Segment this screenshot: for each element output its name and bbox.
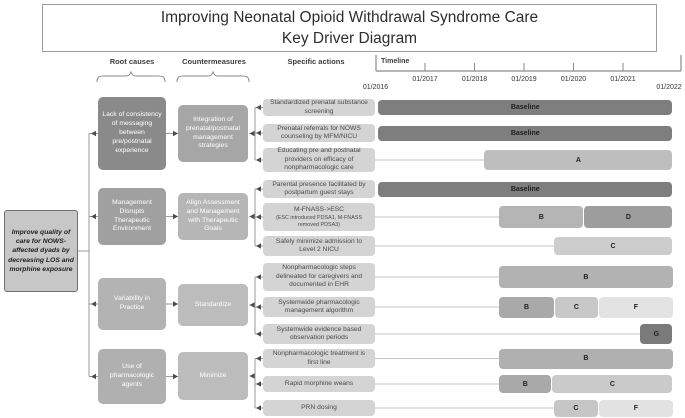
action-label: Safely minimize admission to Level 2 NIC… [275,237,363,253]
action-box: M-FNASS->ESC(ESC introduced PDSA1, M-FNA… [263,203,375,231]
action-arrow-icon [256,274,261,280]
action-sublabel: (ESC introduced PDSA1, M-FNASS removed P… [276,214,362,228]
action-arrow-icon [256,186,261,192]
gantt-bar-b: B [499,296,554,318]
gantt-bar-baseline: Baseline [377,125,673,141]
action-box: Nonpharmacologic treatment is first line [263,349,375,368]
root-to-goal-arrow-icon [91,130,96,137]
gantt-bar-c: C [553,399,599,417]
action-label: Nonpharmacologic treatment is first line [272,350,366,366]
action-arrow-icon [256,331,261,337]
action-label: Nonpharmacologic steps delineated for ca… [275,264,363,289]
gantt-bar-c: C [553,237,673,255]
action-arrow-icon [256,304,261,310]
timeline-tick-label: 01/2017 [412,76,438,83]
action-arrow-icon [256,104,261,111]
column-header-timeline: Timeline [381,58,410,65]
action-box: Nonpharmacologic steps delineated for ca… [263,263,375,291]
gantt-bar-g: G [640,324,673,344]
action-label: M-FNASS->ESC(ESC introduced PDSA1, M-FNA… [267,206,371,229]
action-arrow-icon [256,405,261,411]
action-box: Safely minimize admission to Level 2 NIC… [263,236,375,256]
action-label: Parental presence facilitated by postpar… [272,180,366,196]
gantt-bar-baseline: Baseline [377,181,673,197]
root-to-counter-arrow-icon [173,130,178,137]
gantt-bar-f: F [599,399,673,417]
gantt-bar-b: B [499,266,673,288]
action-arrow-icon [256,243,261,249]
column-header-specific-actions: Specific actions [287,57,345,66]
timeline-tick-label: 01/2021 [610,76,636,83]
action-box: Prenatal referrals for NOWS counseling b… [263,124,375,142]
gantt-bar-b: B [499,348,673,369]
column-header-root-causes: Root causes [109,57,155,66]
action-label: PRN dosing [301,403,337,411]
action-label: Systemwide evidence based observation pe… [276,325,362,341]
brace-icon [96,70,166,83]
action-label: Standardized prenatal substance screenin… [270,99,368,115]
gantt-bar-f: F [599,296,673,318]
column-header-countermeasures: Countermeasures [182,57,246,66]
gantt-bar-d: D [584,206,673,228]
action-label: Educating pre and postnatal providers on… [277,147,361,172]
gantt-bar-c: C [552,375,673,393]
action-label: Prenatal referrals for NOWS counseling b… [277,124,361,140]
timeline-tick-label: 01/2018 [461,76,488,83]
root-to-counter-arrow-icon [173,301,178,307]
action-box: Rapid morphine weans [263,376,375,392]
action-to-counter-arrow-icon [249,213,255,220]
action-arrow-icon [256,130,261,136]
root-cause-box: Variability in Practice [98,278,166,330]
gantt-bar-c: C [554,296,599,318]
root-cause-box: Lack of consistency of messaging between… [98,97,166,170]
root-to-goal-arrow-icon [91,373,96,380]
brace-icon [176,70,250,83]
countermeasure-box: Standardize [178,284,248,326]
root-to-counter-arrow-icon [173,213,178,220]
root-cause-box: Use of pharmacologic agents [98,349,166,404]
action-box: Educating pre and postnatal providers on… [263,147,375,172]
action-to-counter-arrow-icon [249,130,255,137]
timeline-tick-label: 01/2019 [511,76,537,83]
root-to-goal-arrow-icon [91,301,96,307]
action-to-counter-arrow-icon [249,373,255,379]
action-to-counter-arrow-icon [249,302,255,308]
gantt-bar-b: B [499,375,552,393]
action-box: Standardized prenatal substance screenin… [263,99,375,116]
action-arrow-icon [256,355,261,362]
action-arrow-icon [256,381,261,387]
countermeasure-box: Integration of prenatal/postnatal manage… [178,105,248,162]
title-line-1: Improving Neonatal Opioid Withdrawal Syn… [160,9,539,26]
action-box: PRN dosing [263,400,375,416]
action-box: Systemwide pharmacologic management algo… [263,297,375,317]
timeline-tick-label: 01/2022 [656,84,682,91]
root-to-counter-arrow-icon [173,373,178,380]
action-label: Rapid morphine weans [284,379,354,387]
gantt-bar-b: B [499,206,584,228]
countermeasure-box: Align Assessment and Management with The… [178,193,248,240]
root-cause-box: Management Disrupts Therapeutic Environm… [98,188,166,245]
timeline-tick-label: 01/2016 [362,84,389,91]
timeline-tick-label: 01/2020 [560,76,587,83]
action-box: Systemwide evidence based observation pe… [263,324,375,344]
diagram-title: Improving Neonatal Opioid Withdrawal Syn… [42,4,657,52]
countermeasure-box: Minimize [178,352,248,400]
root-to-goal-arrow-icon [91,213,96,220]
gantt-bar-a: A [484,150,673,170]
gantt-bar-baseline: Baseline [377,100,673,115]
title-line-2: Key Driver Diagram [281,30,418,47]
action-arrow-icon [256,157,261,163]
action-label: Systemwide pharmacologic management algo… [278,298,360,314]
goal-box: Improve quality of care for NOWS-affecte… [4,210,78,292]
action-arrow-icon [256,214,261,220]
action-box: Parental presence facilitated by postpar… [263,180,375,198]
